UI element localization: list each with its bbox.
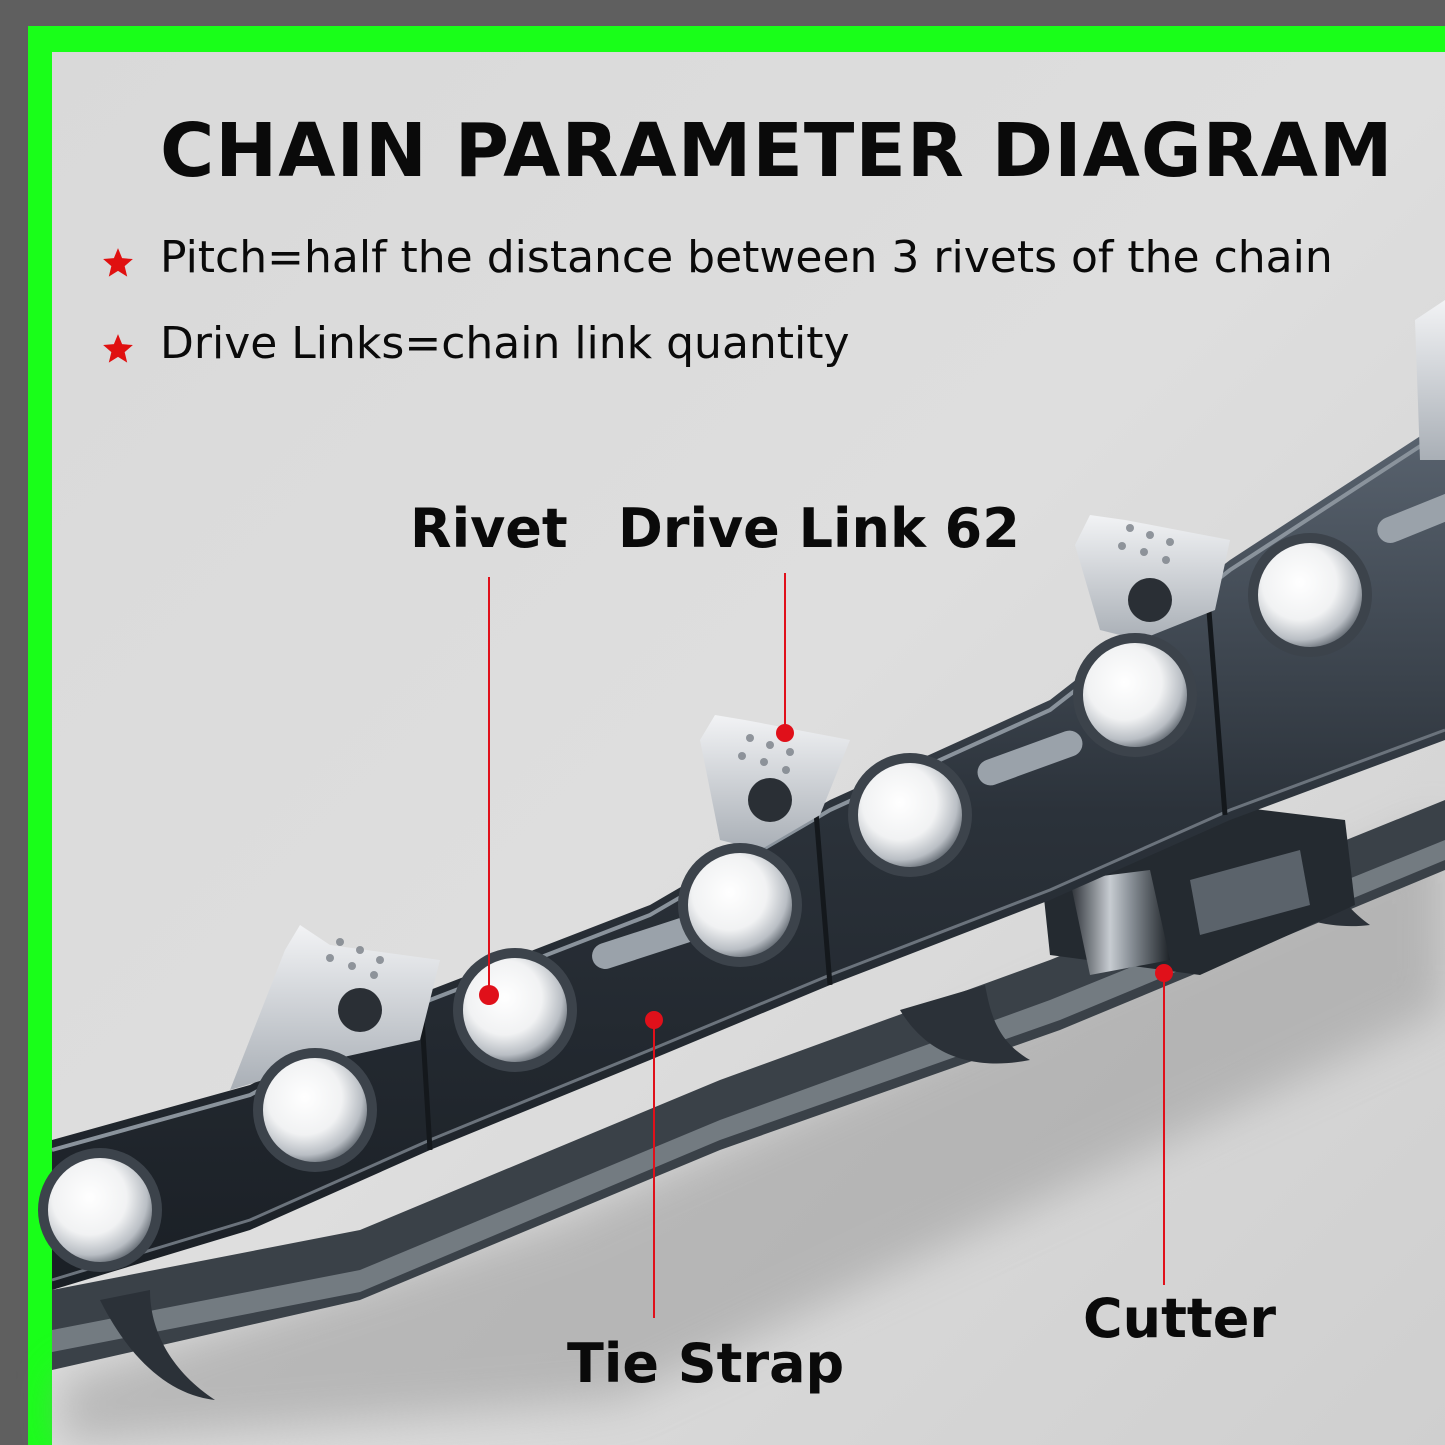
bullet-drive-links: Drive Links=chain link quantity [160, 318, 850, 369]
cutter-marker [1155, 964, 1173, 982]
diagram-title: CHAIN PARAMETER DIAGRAM [160, 108, 1394, 194]
chain-shadow [60, 820, 1445, 1445]
tie-strap-marker [645, 1011, 663, 1029]
label-rivet: Rivet [410, 497, 568, 560]
rivet-3 [453, 948, 577, 1072]
label-cutter: Cutter [1083, 1287, 1276, 1350]
bullet-pitch: Pitch=half the distance between 3 rivets… [160, 232, 1333, 283]
callouts [479, 573, 1173, 1318]
rivet-7 [1248, 533, 1372, 657]
star-bullet-icon [103, 248, 133, 277]
label-drive-link: Drive Link 62 [618, 497, 1020, 560]
rivet-marker [479, 985, 499, 1005]
label-tie-strap: Tie Strap [567, 1332, 845, 1395]
chain-rivets [38, 533, 1372, 1272]
rivet-6 [1073, 633, 1197, 757]
cutter-teeth [230, 300, 1445, 1090]
star-bullet-icon [103, 334, 133, 363]
rivet-1 [38, 1148, 162, 1272]
rivet-2 [253, 1048, 377, 1172]
rivet-5 [848, 753, 972, 877]
drive-link-marker [776, 724, 794, 742]
rivet-4 [678, 843, 802, 967]
